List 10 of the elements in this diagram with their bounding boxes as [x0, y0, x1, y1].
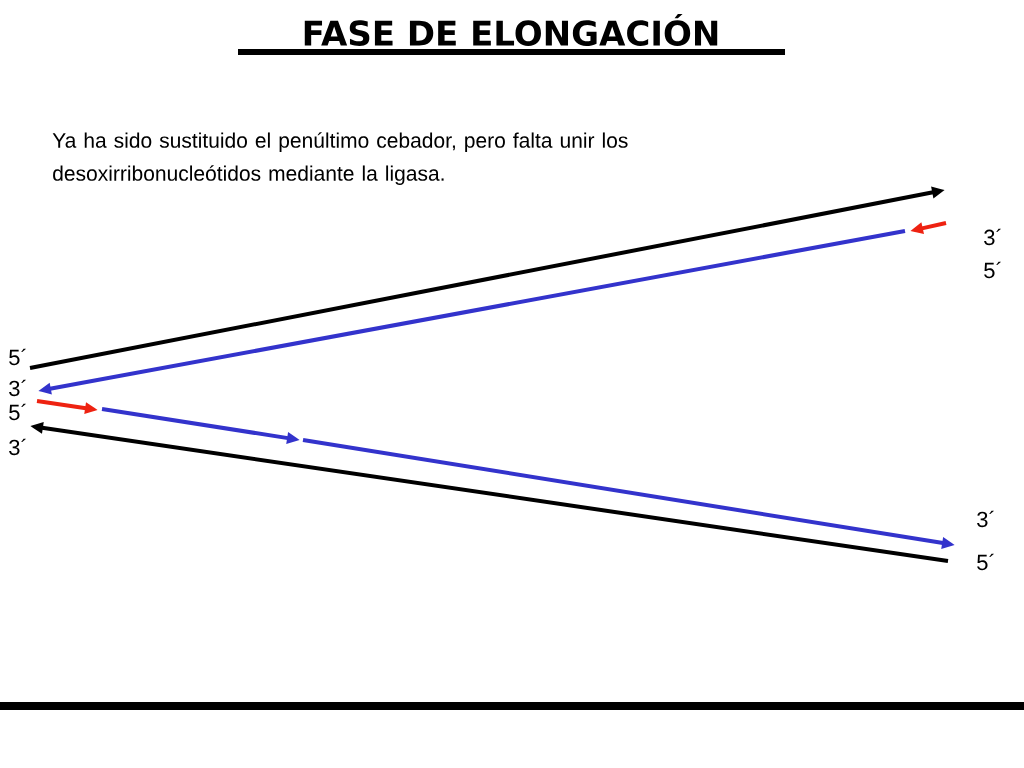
- strand-end-label: 3´: [9, 379, 26, 397]
- note-text: Ya ha sido sustituido el penúltimo cebador, pero falta unir los desoxirribonucleótidos mediante la ligasa.: [52, 132, 628, 185]
- strand-end-label: 5´: [977, 553, 994, 571]
- strand-end-label: 3´: [977, 510, 994, 528]
- strand-end-label: 3´: [984, 228, 1001, 246]
- strand-end-label: 5´: [9, 348, 26, 366]
- title: FASE DE ELONGACIÓN: [304, 14, 718, 46]
- strand-end-label: 3´: [9, 438, 26, 456]
- strand-end-label: 5´: [984, 261, 1001, 279]
- strand-end-label: 5´: [9, 403, 26, 421]
